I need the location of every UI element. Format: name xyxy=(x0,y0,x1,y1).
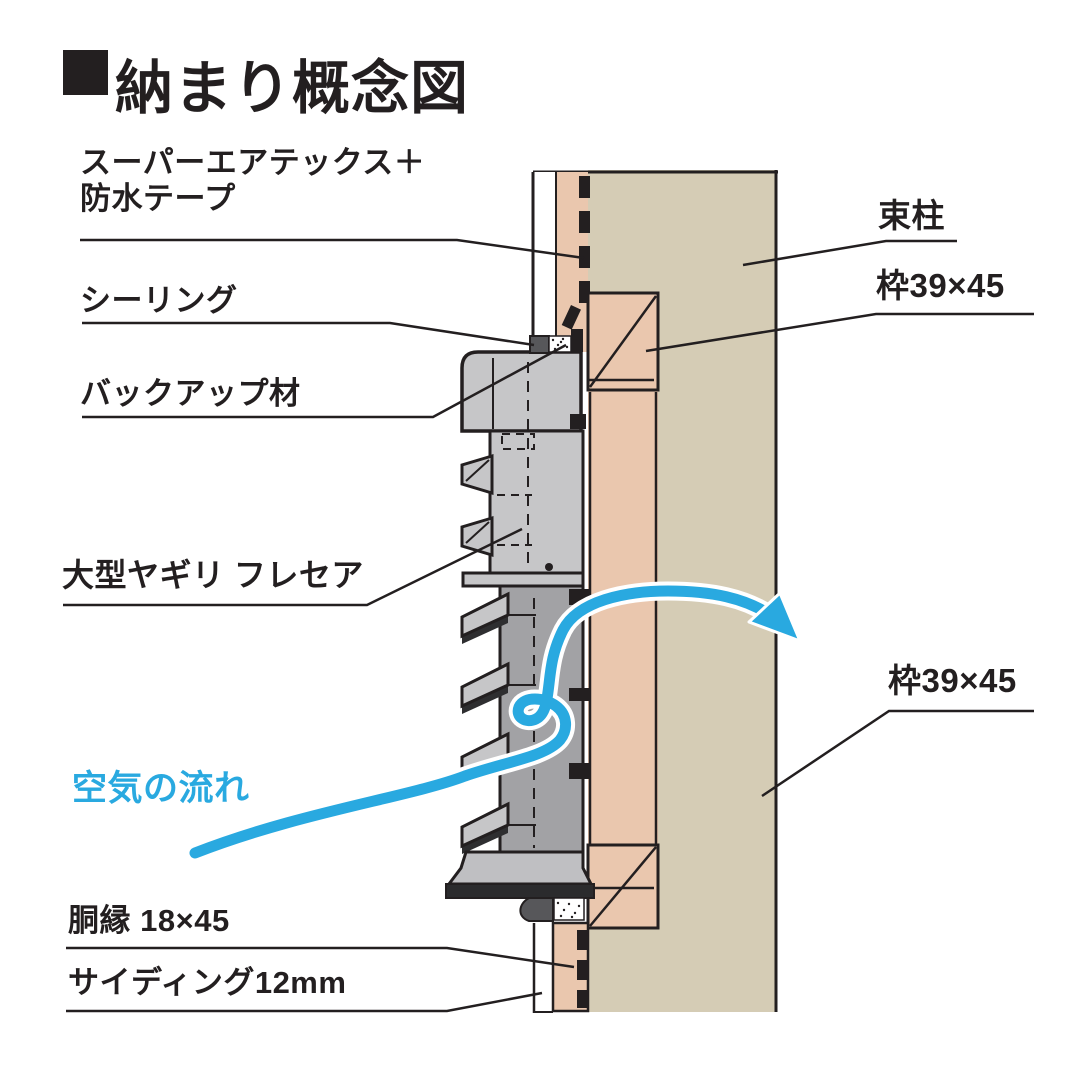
label-airtex-line1: スーパーエアテックス＋ xyxy=(80,145,426,180)
leader-post xyxy=(742,239,957,267)
louver-bottom-cap xyxy=(445,883,595,899)
page-title: 納まり概念図 xyxy=(115,56,470,121)
label-airflow: 空気の流れ xyxy=(72,769,250,808)
sealing-backup-top xyxy=(529,335,572,354)
louver-bottom-flare xyxy=(446,850,594,886)
label-frame-upper: 枠39×45 xyxy=(876,267,1005,304)
frame-upper-section xyxy=(586,291,660,392)
leader-frame-upper xyxy=(645,312,1034,353)
leader-louver xyxy=(63,527,523,607)
label-louver-product: 大型ヤギリ フレセア xyxy=(62,557,364,593)
leader-backup xyxy=(82,343,567,419)
airflow-line xyxy=(189,585,778,859)
air-barrier-tape-bottom xyxy=(577,930,588,1008)
leader-siding xyxy=(66,991,543,1013)
label-sealing: シーリング xyxy=(80,283,238,318)
louver-unit xyxy=(445,329,595,899)
frame-members xyxy=(586,291,660,930)
airflow-arrow xyxy=(185,581,802,863)
airflow-arrowhead xyxy=(747,591,802,643)
label-airtex-tape: スーパーエアテックス＋ 防水テープ xyxy=(80,145,425,216)
leader-lines xyxy=(63,238,1034,1013)
sealing-backup-bottom xyxy=(519,897,585,922)
screw-dot xyxy=(545,563,553,571)
title-square-icon xyxy=(63,50,108,95)
leader-airtex xyxy=(80,238,585,260)
siding-furring-bottom xyxy=(532,921,590,1013)
leader-sealing xyxy=(82,321,535,347)
louver-upper-body xyxy=(488,429,585,577)
backup-rod-bottom xyxy=(553,897,585,921)
leader-furring xyxy=(66,946,575,969)
louver-mid-ledge xyxy=(461,571,585,588)
siding-strip-top xyxy=(533,172,557,342)
label-post: 束柱 xyxy=(878,197,945,234)
label-furring-size: 胴縁 18×45 xyxy=(68,903,230,938)
label-airtex-line2: 防水テープ xyxy=(80,180,236,216)
sealant-bottom xyxy=(519,897,554,922)
air-barrier-tape-top xyxy=(561,176,590,330)
label-siding-thickness: サイディング12mm xyxy=(68,965,347,1000)
leader-frame-lower xyxy=(761,709,1034,798)
mounting-stubs xyxy=(569,329,589,779)
frame-lower-section xyxy=(586,843,660,930)
siding-strip-bottom xyxy=(534,923,553,1013)
label-frame-lower: 枠39×45 xyxy=(888,662,1017,699)
frame-middle-strip xyxy=(588,390,658,845)
label-backup-material: バックアップ材 xyxy=(80,376,301,411)
